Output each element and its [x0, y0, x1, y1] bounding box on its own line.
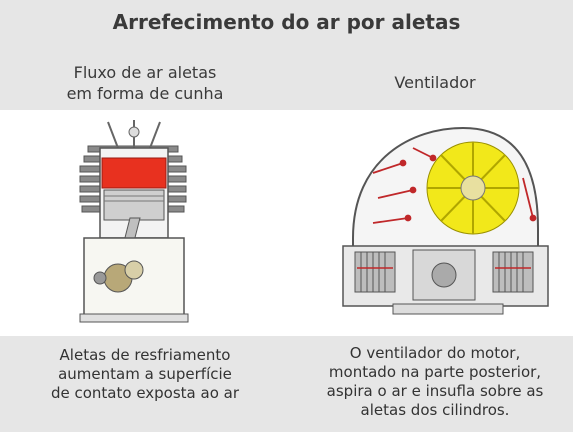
left-caption: Aletas de resfriamento aumentam a superf… — [20, 346, 270, 403]
right-column-label: Ventilador — [394, 73, 476, 92]
left-caption-line1: Aletas de resfriamento — [59, 346, 231, 364]
fan-icon — [426, 141, 520, 235]
fan-engine-illustration — [342, 126, 549, 315]
right-caption: O ventilador do motor, montado na parte … — [300, 344, 570, 420]
right-caption-line1: O ventilador do motor, — [349, 344, 521, 362]
right-caption-line4: aletas dos cilindros. — [360, 401, 510, 419]
left-label-line2: em forma de cunha — [66, 84, 224, 103]
footer-band — [0, 336, 573, 432]
diagram-title: Arrefecimento do ar por aletas — [112, 10, 461, 34]
left-caption-line3: de contato exposta ao ar — [50, 384, 240, 402]
right-caption-line2: montado na parte posterior, — [328, 363, 542, 381]
header-band: Arrefecimento do ar por aletas Fluxo de … — [0, 0, 573, 110]
left-caption-line2: aumentam a superfície — [58, 365, 232, 383]
left-column-label: Fluxo de ar aletas em forma de cunha — [20, 62, 270, 104]
right-caption-line3: aspira o ar e insufla sobre as — [326, 382, 544, 400]
engine-cylinder-illustration — [79, 120, 189, 323]
left-label-line1: Fluxo de ar aletas — [73, 63, 217, 82]
